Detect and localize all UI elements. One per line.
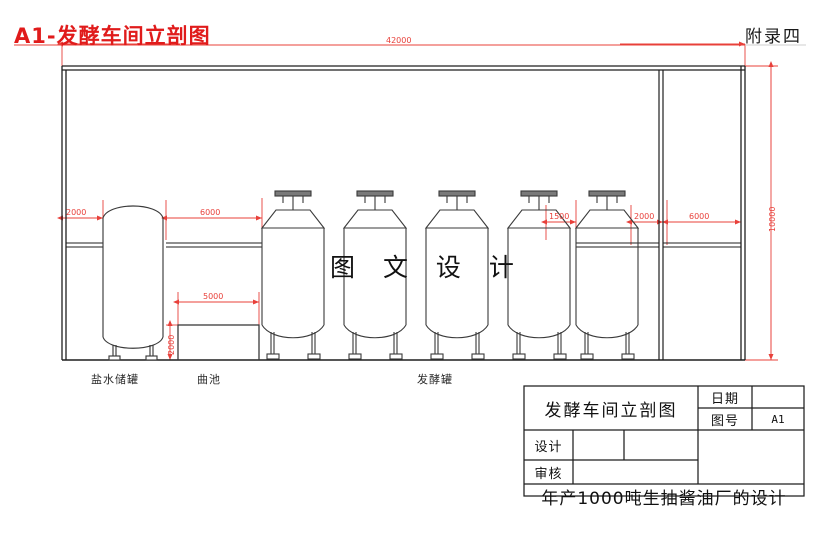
fermentation-tank — [574, 190, 640, 360]
title-block-designer-value[interactable] — [573, 430, 624, 460]
fermentation-tank-group — [260, 190, 640, 360]
dim-overall-width: 42000 — [386, 36, 412, 45]
dim-right-bay: 6000 — [689, 212, 710, 221]
title-block-reviewer-label: 审核 — [534, 466, 563, 482]
title-block-designer-label: 设计 — [534, 439, 563, 455]
appendix-label: 附录四 — [745, 27, 802, 47]
equipment-label-fermentation-tank: 发酵罐 — [417, 373, 453, 386]
fermentation-tank — [424, 190, 490, 360]
watermark-text: 图 文 设 计 — [330, 253, 524, 282]
dim-partition-offset: 2000 — [634, 212, 655, 221]
dim-brine-to-koji: 6000 — [200, 208, 221, 217]
dim-koji-pool-width: 5000 — [203, 292, 224, 301]
title-block-date-label: 日期 — [710, 391, 739, 407]
koji-pool — [177, 324, 260, 361]
fermentation-tank — [506, 190, 572, 360]
fermentation-tank — [260, 190, 326, 360]
drawing-heading: A1-发酵车间立剖图 — [14, 24, 211, 48]
title-block-drawing-name: 发酵车间立剖图 — [544, 400, 678, 421]
building-shell — [61, 65, 746, 361]
floor-slab — [66, 242, 741, 248]
dim-brine-left-offset: 2000 — [66, 208, 87, 217]
dim-tank-to-wall: 1500 — [549, 212, 570, 221]
title-block-number-label: 图号 — [710, 413, 739, 429]
equipment-label-koji-pool: 曲池 — [197, 373, 221, 386]
dimension-lines — [14, 41, 806, 361]
brine-storage-tank — [102, 205, 164, 361]
title-block-project-title: 年产1000吨生抽酱油厂的设计 — [541, 489, 787, 509]
title-block-grid — [523, 385, 805, 497]
dim-koji-pool-height: 2000 — [167, 334, 176, 355]
dim-overall-height: 10000 — [768, 206, 777, 232]
title-block-reviewer-value[interactable] — [573, 460, 698, 484]
title-block-date-value[interactable] — [752, 386, 804, 408]
equipment-label-brine-tank: 盐水储罐 — [91, 373, 139, 386]
title-block-designer-value-2[interactable] — [624, 430, 698, 460]
fermentation-tank — [342, 190, 408, 360]
title-block-number-value: A1 — [771, 412, 785, 426]
